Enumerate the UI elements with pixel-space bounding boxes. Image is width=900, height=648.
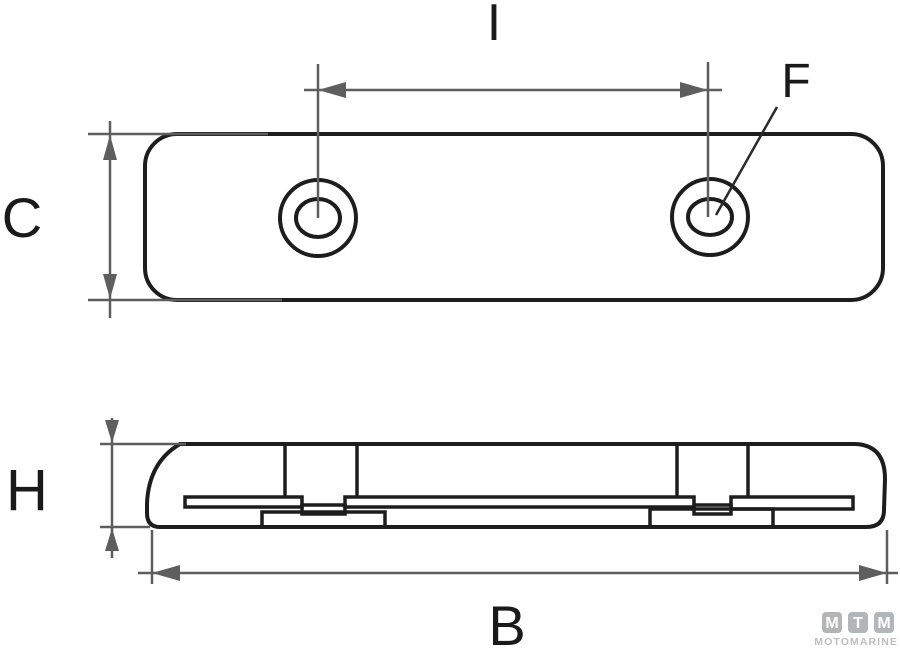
- arrowhead-down-icon: [103, 274, 117, 299]
- slot-lines: [283, 446, 750, 497]
- logo-letter-m1: M: [825, 615, 838, 632]
- logo-subtitle: MOTOMARINE: [814, 636, 898, 648]
- side-view: [145, 442, 888, 529]
- dim-label-c: C: [2, 186, 42, 249]
- strap-segment-left: [183, 495, 304, 509]
- arrowhead-up-icon: [105, 528, 119, 551]
- dimension-c: [88, 121, 282, 318]
- dimension-i: [304, 62, 722, 218]
- dimension-h: [100, 418, 186, 558]
- right-hole: [670, 177, 750, 257]
- arrowhead-right-icon: [859, 565, 887, 581]
- strap-segment-right: [729, 495, 855, 511]
- logo-letter-m2: M: [877, 615, 890, 632]
- arrowhead-left-icon: [152, 565, 180, 581]
- logo-square: [822, 612, 842, 633]
- f-callout: F: [714, 55, 811, 216]
- side-profile-outline: [145, 442, 888, 529]
- h-arrowheads: [105, 420, 119, 551]
- strap-joggle-right: [692, 503, 733, 516]
- i-arrowheads: [318, 82, 708, 98]
- insert-strap: [183, 495, 855, 516]
- right-hole-inner-circle: [686, 197, 734, 237]
- arrowhead-right-icon: [680, 82, 708, 98]
- b-arrowheads: [152, 565, 887, 581]
- recess-right: [648, 507, 775, 527]
- f-leader-line: [714, 106, 779, 216]
- arrowhead-left-icon: [318, 82, 346, 98]
- right-hole-outer-circle: [670, 177, 750, 257]
- strap-segment-middle: [343, 495, 696, 509]
- dim-label-f: F: [781, 55, 810, 108]
- logo-square: [874, 612, 894, 633]
- mtm-motomarine-logo: M T M MOTOMARINE: [814, 612, 898, 648]
- logo-square: [848, 612, 868, 633]
- bottom-recesses: [260, 507, 775, 527]
- logo-letter-t: T: [853, 615, 863, 632]
- dimension-b: [138, 530, 898, 584]
- top-view: [143, 132, 885, 302]
- dim-label-h: H: [6, 458, 48, 523]
- recess-left: [260, 510, 387, 527]
- c-arrowheads: [103, 135, 117, 299]
- arrowhead-down-icon: [105, 420, 119, 443]
- dim-label-i: I: [487, 0, 501, 52]
- anode-body-outline: [143, 132, 885, 302]
- arrowhead-up-icon: [103, 135, 117, 160]
- dim-label-b: B: [488, 594, 525, 648]
